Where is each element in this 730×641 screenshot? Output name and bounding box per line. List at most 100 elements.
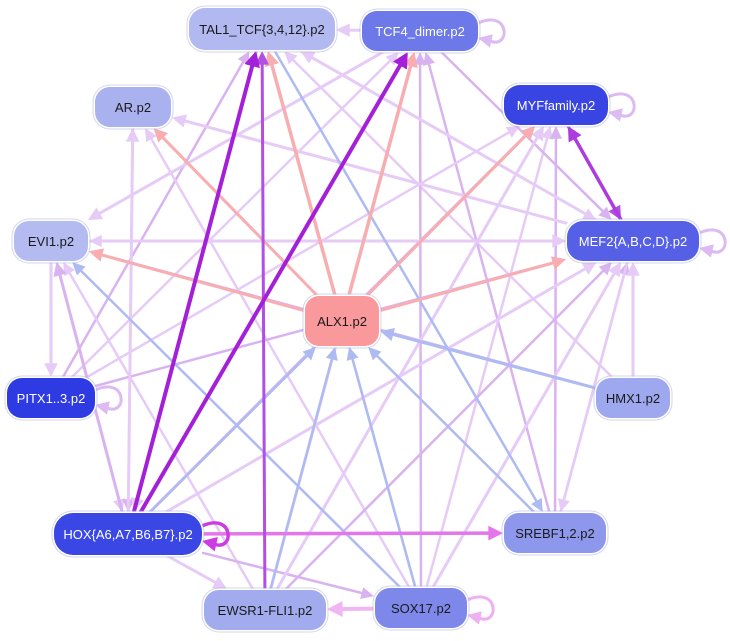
edge-tcf4-tal1-arrowhead (336, 23, 350, 37)
self-loop-sox17-arrowhead (467, 611, 482, 625)
node-label: TCF4_dimer.p2 (375, 23, 465, 39)
edge-hox-sox17 (201, 551, 363, 595)
edge-ewsr1-tal1 (260, 63, 267, 591)
edge-pitx-tcf4 (70, 59, 392, 379)
node-tal1[interactable]: TAL1_TCF{3,4,12}.p2 (189, 8, 335, 50)
edge-mef2-tal1-arrowhead (300, 51, 316, 64)
edge-mef2-tal1 (310, 56, 598, 222)
edge-hmx1-tal1-arrowhead (284, 51, 298, 65)
edge-pitx-tal1-arrowhead (237, 51, 250, 66)
edge-hox-tal1 (131, 64, 255, 514)
node-ewsr1[interactable]: EWSR1-FLI1.p2 (204, 590, 326, 630)
edge-hox-ar (126, 140, 135, 514)
edge-hox-ewsr1 (166, 554, 217, 584)
node-ar[interactable]: AR.p2 (95, 87, 171, 127)
node-hmx1[interactable]: HMX1.p2 (596, 378, 670, 418)
edge-alx1-tcf4 (347, 64, 413, 297)
self-loop-myf-arrowhead (608, 108, 623, 122)
edge-mef2-srebf-arrowhead (557, 498, 570, 512)
edge-alx1-evi1-arrowhead (89, 248, 104, 262)
edge-hox-tal1-arrowhead (244, 51, 260, 69)
edge-srebf-myf (553, 137, 558, 514)
edge-hmx1-alx1 (391, 333, 597, 390)
node-label: PITX1..3.p2 (16, 390, 86, 406)
node-evi1[interactable]: EVI1.p2 (14, 221, 88, 261)
edge-alx1-ar (161, 136, 319, 297)
edge-srebf-tcf4 (427, 63, 551, 514)
node-label: HMX1.p2 (605, 390, 661, 406)
edge-alx1-myf-arrowhead (520, 126, 536, 141)
edge-tcf4-evi1-arrowhead (87, 207, 104, 220)
self-loop-pitx (93, 385, 123, 411)
edge-hox-alx1-arrowhead (302, 347, 316, 361)
node-label: SREBF1,2.p2 (515, 525, 595, 541)
edge-alx1-mef2-arrowhead (551, 256, 566, 270)
node-sox17[interactable]: SOX17.p2 (375, 588, 467, 628)
edge-srebf-tcf4-arrowhead (423, 52, 435, 66)
edge-sox17-evi1-arrowhead (72, 262, 86, 276)
node-alx1[interactable]: ALX1.p2 (305, 296, 379, 346)
self-loop-sox17 (465, 595, 495, 621)
node-label: HOX{A6,A7,B6,B7}.p2 (63, 526, 193, 542)
edge-evi1-mef2-arrowhead (552, 234, 566, 248)
edge-hox-mef2-arrowhead (581, 262, 597, 275)
edge-mef2-myf (573, 136, 623, 222)
edge-hmx1-tal1 (291, 58, 614, 379)
node-myf[interactable]: MYFfamily.p2 (504, 85, 608, 125)
edge-alx1-tal1 (270, 63, 337, 297)
node-label: TAL1_TCF{3,4,12}.p2 (199, 21, 325, 37)
node-label: MEF2{A,B,C,D}.p2 (578, 233, 688, 249)
edge-alx1-mef2 (378, 261, 555, 313)
edge-hox-srebf-arrowhead (488, 525, 503, 541)
node-srebf[interactable]: SREBF1,2.p2 (504, 513, 606, 553)
edge-pitx-myf-arrowhead (505, 126, 520, 138)
node-label: EVI1.p2 (27, 233, 75, 249)
edge-pitx-tal1 (61, 60, 245, 379)
edge-sox17-ar-arrowhead (145, 128, 157, 143)
edge-hox-tcf4-arrowhead (393, 52, 408, 70)
self-loop-tcf4-arrowhead (478, 34, 493, 48)
node-label: EWSR1-FLI1.p2 (217, 602, 313, 618)
edge-hmx1-alx1-arrowhead (380, 328, 395, 342)
self-loop-mef2-arrowhead (699, 244, 714, 258)
edge-mef2-srebf (562, 260, 629, 501)
edge-ewsr1-mef2-arrowhead (598, 262, 613, 276)
edge-alx1-tal1-arrowhead (264, 51, 280, 68)
edge-tcf4-evi1 (98, 50, 385, 215)
edge-sox17-tcf4-arrowhead (413, 52, 427, 65)
self-loop-tcf4 (476, 18, 506, 44)
edge-pitx-myf (85, 131, 511, 379)
edge-alx1-ar-arrowhead (153, 128, 168, 143)
edge-mef2-ar (183, 119, 568, 225)
node-hox[interactable]: HOX{A6,A7,B6,B7}.p2 (54, 513, 202, 555)
edge-evi1-pitx-arrowhead (44, 363, 58, 377)
node-pitx[interactable]: PITX1..3.p2 (7, 378, 95, 418)
edge-mef2-ar-arrowhead (172, 114, 187, 128)
self-loop-hox-arrowhead (202, 536, 218, 552)
node-label: AR.p2 (114, 99, 152, 115)
edge-tal1-srebf-arrowhead (531, 497, 543, 512)
edge-srebf-myf-arrowhead (549, 126, 563, 139)
edge-hox-evi1-arrowhead (53, 262, 67, 277)
edge-sox17-mef2-arrowhead (608, 262, 621, 278)
edge-sox17-alx1-arrowhead (346, 347, 359, 361)
edge-mef2-myf-arrowhead (567, 126, 582, 143)
edge-sox17-ewsr1-arrowhead (327, 601, 343, 618)
edge-srebf-alx1-arrowhead (368, 347, 382, 361)
edge-hox-srebf (201, 531, 491, 536)
edge-pitx-tcf4-arrowhead (385, 52, 399, 66)
edge-sox17-alx1 (351, 358, 417, 589)
node-mef2[interactable]: MEF2{A,B,C,D}.p2 (567, 221, 699, 261)
edge-tal1-srebf (273, 49, 538, 503)
edge-hox-sox17-arrowhead (360, 587, 374, 599)
node-tcf4[interactable]: TCF4_dimer.p2 (362, 11, 478, 51)
edge-hox-ar-arrowhead (125, 128, 140, 142)
edge-tcf4-mef2-arrowhead (598, 206, 612, 220)
self-loop-mef2 (697, 228, 727, 254)
edge-sox17-tcf4 (418, 63, 423, 589)
node-label: MYFfamily.p2 (516, 97, 596, 113)
self-loop-myf (606, 92, 636, 118)
edge-srebf-alx1 (375, 354, 536, 514)
